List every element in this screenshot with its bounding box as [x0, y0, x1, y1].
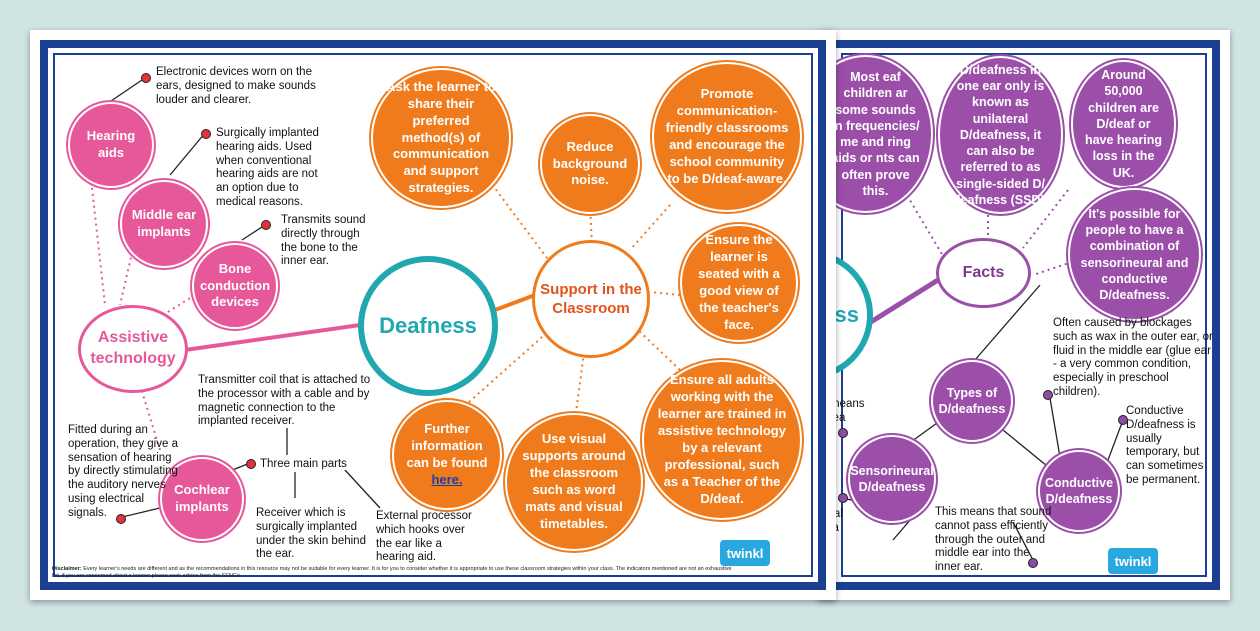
note-hearing-aids: Electronic devices worn on the ears, des… [156, 66, 316, 106]
poster-frame [40, 40, 826, 590]
note-middle-ear: Surgically implanted hearing aids. Used … [216, 127, 319, 208]
further-information-link[interactable]: here. [431, 471, 463, 487]
assistive-technology-hub: Assistive technology [78, 305, 188, 393]
bullet-dot [838, 428, 848, 438]
note-transmitter: Transmitter coil that is attached to the… [198, 374, 371, 428]
strategy-visual-supports: Use visual supports around the classroom… [505, 413, 643, 551]
deafness-title: Deafness [379, 312, 477, 338]
bullet-dot [201, 129, 211, 139]
sensorineural-bubble: Sensorineural D/deafness [848, 435, 936, 523]
further-information-bubble: Further information can be found here. [392, 400, 502, 510]
support-in-classroom-hub: Support in the Classroom [532, 240, 650, 358]
note-conductive-temporary: Conductive D/deafness is usually tempora… [1126, 405, 1204, 486]
bone-conduction-bubble: Bone conduction devices [192, 243, 278, 329]
strategy-communication-friendly: Promote communication-friendly classroom… [652, 62, 802, 212]
strategy-communication-method: Ask the learner to share their preferred… [371, 68, 511, 208]
note-cochlear: Fitted during an operation, they give a … [68, 424, 178, 519]
note-three-parts: Three main parts [260, 458, 347, 470]
cochlear-implants-bubble: Cochlear implants [160, 457, 244, 541]
twinkl-logo: twinkl [720, 540, 770, 566]
fact-bubble-4: It's possible for people to have a combi… [1068, 188, 1201, 321]
bullet-dot [1043, 390, 1053, 400]
bullet-dot [141, 73, 151, 83]
note-sound-cannot-pass: This means that sound cannot pass effici… [935, 506, 1052, 574]
middle-ear-implants-bubble: Middle ear implants [120, 180, 208, 268]
bullet-dot [1028, 558, 1038, 568]
note-blockages: Often caused by blockages such as wax in… [1053, 317, 1213, 398]
bullet-dot [246, 459, 256, 469]
hearing-aids-bubble: Hearing aids [68, 102, 154, 188]
strategy-reduce-noise: Reduce background noise. [540, 114, 640, 214]
twinkl-logo: twinkl [1108, 548, 1158, 574]
bullet-dot [1118, 415, 1128, 425]
deafness-connectors [89, 77, 681, 519]
facts-hub: Facts [936, 238, 1031, 308]
fact-bubble-3: Around 50,000 children are D/deaf or hav… [1071, 60, 1176, 188]
disclaimer: Disclaimer: Every learner's needs are di… [52, 566, 732, 580]
bullet-dot [116, 514, 126, 524]
note-bone-conduction: Transmits sound directly through the bon… [281, 214, 366, 268]
poster-deafness: Deafness Support in the Classroom Ask th… [30, 30, 836, 600]
strategy-seating: Ensure the learner is seated with a good… [680, 224, 798, 342]
note-means-partial: means lea [830, 398, 865, 424]
types-of-deafness-hub: Types of D/deafness [931, 360, 1013, 442]
note-receiver: Receiver which is surgically implanted u… [256, 507, 366, 561]
fact-bubble-2: D/deafness in one ear only is known as u… [938, 56, 1063, 214]
deafness-center: Deafness [358, 256, 498, 396]
strategy-trained-adults: Ensure all adults working with the learn… [642, 360, 802, 520]
conductive-bubble: Conductive D/deafness [1038, 450, 1120, 532]
poster-facts: ness Most eaf children ar some sounds in… [743, 30, 1230, 600]
bullet-dot [261, 220, 271, 230]
note-processor: External processor which hooks over the … [376, 510, 472, 564]
bullet-dot [838, 493, 848, 503]
